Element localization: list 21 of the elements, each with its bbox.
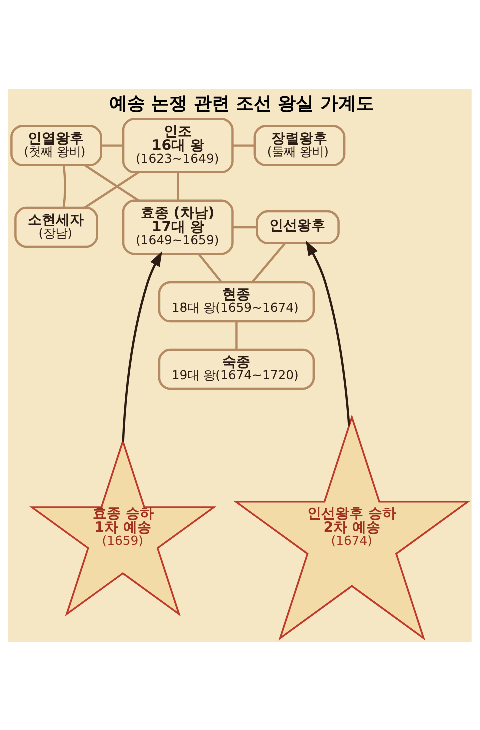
node-box: 효종 (차남) 17대 왕 (1649~1659) <box>122 199 234 255</box>
connector <box>84 171 140 208</box>
connector <box>232 144 255 146</box>
node-box: 숙종 19대 왕(1674~1720) <box>158 348 316 390</box>
connector <box>62 165 66 208</box>
connector <box>252 242 286 283</box>
connector <box>101 144 124 146</box>
connector <box>198 253 223 283</box>
node-box: 소현세자 (장남) <box>14 206 98 248</box>
diagram-title: 예송 논쟁 관련 조선 왕실 가계도 <box>110 94 374 114</box>
connector <box>84 164 140 202</box>
connector <box>236 321 238 350</box>
node-box: 인조 16대 왕 (1623~1649) <box>122 118 234 174</box>
arrow <box>122 250 162 442</box>
connector <box>232 226 258 228</box>
node-box: 인열왕후 (첫째 왕비) <box>10 124 102 166</box>
connector <box>177 172 180 200</box>
node-box: 장렬왕후 (둘째 왕비) <box>254 124 346 166</box>
node-box: 현종 18대 왕(1659~1674) <box>158 280 316 322</box>
arrow <box>306 240 350 426</box>
node-box: 인선왕후 <box>256 210 340 244</box>
